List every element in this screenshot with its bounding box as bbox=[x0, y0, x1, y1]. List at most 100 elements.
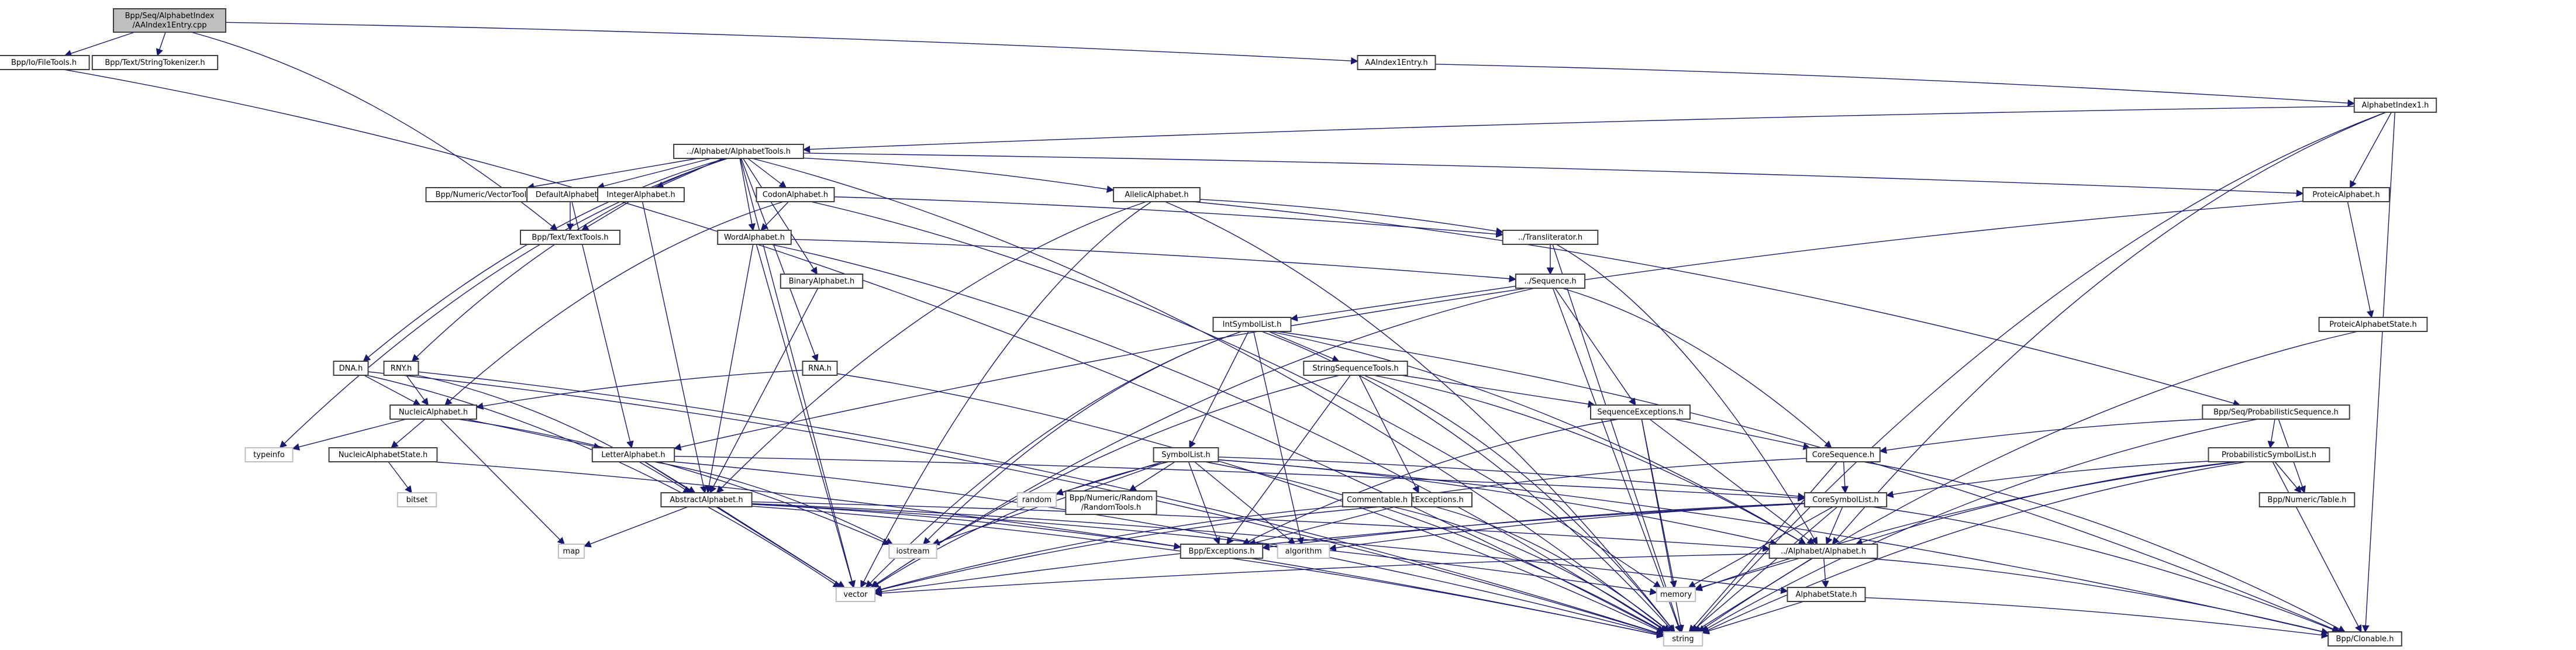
node-box bbox=[1153, 447, 1219, 462]
graph-node-coresymbollist[interactable]: CoreSymbolList.h bbox=[1803, 492, 1888, 507]
node-label: algorithm bbox=[1285, 547, 1322, 556]
graph-node-nucleicalphabetstate[interactable]: NucleicAlphabetState.h bbox=[328, 447, 438, 462]
edge-transliterator-to-string bbox=[1552, 244, 1682, 633]
graph-node-proteicalphabet[interactable]: ProteicAlphabet.h bbox=[2302, 187, 2390, 202]
graph-node-randomtools[interactable]: Bpp/Numeric/Random/RandomTools.h bbox=[1065, 490, 1157, 515]
graph-node-commentable[interactable]: Commentable.h bbox=[1342, 492, 1413, 507]
edge-intsymbollist-to-symbollist bbox=[1189, 331, 1249, 449]
edge-codonalphabet-to-memory bbox=[811, 201, 1661, 588]
node-label: RNA.h bbox=[808, 364, 832, 373]
graph-node-alphabet[interactable]: ../Alphabet/Alphabet.h bbox=[1768, 544, 1878, 559]
edge-alphabetexceptions-to-exceptions bbox=[1248, 506, 1395, 547]
node-label: Bpp/Seq/AlphabetIndex/AAIndex1Entry.cpp bbox=[125, 12, 215, 30]
node-box bbox=[780, 274, 864, 289]
edge-dna-to-string bbox=[368, 371, 1665, 637]
graph-node-table[interactable]: Bpp/Numeric/Table.h bbox=[2258, 492, 2356, 507]
graph-node-codonalphabet[interactable]: CodonAlphabet.h bbox=[756, 187, 835, 202]
edge-allelicalphabet-to-string bbox=[1164, 201, 1675, 632]
edge-abstractalphabet-to-alphabetstate bbox=[751, 503, 1788, 594]
node-box bbox=[1212, 317, 1292, 332]
edge-alphabetindex1-to-proteicalphabet bbox=[2349, 112, 2392, 189]
graph-node-allelicalphabet[interactable]: AllelicAlphabet.h bbox=[1113, 187, 1201, 202]
node-label: NucleicAlphabet.h bbox=[399, 408, 468, 417]
edge-sequence-to-intsymbollist bbox=[1290, 285, 1516, 321]
node-label: Bpp/Seq/ProbabilisticSequence.h bbox=[2213, 408, 2339, 417]
node-label: random bbox=[1022, 496, 1051, 504]
graph-node-root[interactable]: Bpp/Seq/AlphabetIndex/AAIndex1Entry.cpp bbox=[113, 8, 226, 33]
graph-node-symbollist[interactable]: SymbolList.h bbox=[1153, 447, 1219, 462]
graph-node-transliterator[interactable]: ../Transliterator.h bbox=[1502, 230, 1599, 245]
edge-stringsequencetools-to-alphabet bbox=[1373, 375, 1806, 545]
node-box bbox=[1342, 492, 1413, 507]
node-label: Bpp/Text/TextTools.h bbox=[532, 233, 608, 242]
graph-node-proteicalphabetstate[interactable]: ProteicAlphabetState.h bbox=[2318, 317, 2428, 332]
node-label: SequenceExceptions.h bbox=[1597, 408, 1683, 417]
node-label: BinaryAlphabet.h bbox=[789, 277, 854, 286]
node-box bbox=[1065, 490, 1157, 515]
graph-node-wordalphabet[interactable]: WordAlphabet.h bbox=[717, 230, 792, 245]
graph-node-rny[interactable]: RNY.h bbox=[383, 361, 419, 376]
edge-alphabet-to-memory bbox=[1694, 558, 1800, 591]
graph-node-clonable[interactable]: Bpp/Clonable.h bbox=[2327, 631, 2402, 646]
graph-node-intsymbollist[interactable]: IntSymbolList.h bbox=[1212, 317, 1292, 332]
graph-node-string: string bbox=[1663, 631, 1703, 646]
edge-sequence-to-vector bbox=[870, 288, 1535, 588]
node-label: ProteicAlphabetState.h bbox=[2329, 320, 2417, 329]
graph-node-coresequence[interactable]: CoreSequence.h bbox=[1806, 447, 1881, 462]
graph-node-alphabettools[interactable]: ../Alphabet/AlphabetTools.h bbox=[673, 144, 804, 159]
edge-sequence-to-coresequence bbox=[1562, 288, 1832, 448]
edge-commentable-to-vector bbox=[874, 506, 1343, 593]
graph-node-binaryalphabet[interactable]: BinaryAlphabet.h bbox=[780, 274, 864, 289]
node-box bbox=[389, 404, 477, 420]
node-label: ../Alphabet/AlphabetTools.h bbox=[687, 147, 791, 156]
graph-node-alphabetindex1[interactable]: AlphabetIndex1.h bbox=[2353, 98, 2437, 113]
node-label: AllelicAlphabet.h bbox=[1125, 191, 1188, 199]
graph-node-alphabetstate[interactable]: AlphabetState.h bbox=[1787, 587, 1866, 602]
graph-node-exceptions[interactable]: Bpp/Exceptions.h bbox=[1180, 544, 1264, 559]
graph-node-stringsequencetools[interactable]: StringSequenceTools.h bbox=[1303, 361, 1408, 376]
edge-coresymbollist-to-alphabet bbox=[1825, 506, 1843, 545]
node-box bbox=[520, 230, 620, 245]
edge-proteicalphabet-to-proteicalphabetstate bbox=[2347, 201, 2374, 319]
graph-node-probseq[interactable]: Bpp/Seq/ProbabilisticSequence.h bbox=[2202, 404, 2350, 420]
node-box bbox=[1303, 361, 1408, 376]
edge-alphabetexceptions-to-vector bbox=[874, 506, 1381, 593]
graph-node-rna[interactable]: RNA.h bbox=[802, 361, 838, 376]
node-box bbox=[328, 447, 438, 462]
graph-node-probsymbollist[interactable]: ProbabilisticSymbolList.h bbox=[2208, 447, 2330, 462]
node-box bbox=[1656, 587, 1696, 602]
graph-node-aaindex1entry[interactable]: AAIndex1Entry.h bbox=[1357, 55, 1436, 70]
graph-node-strtok[interactable]: Bpp/Text/StringTokenizer.h bbox=[91, 55, 219, 70]
graph-node-nucleicalphabet[interactable]: NucleicAlphabet.h bbox=[389, 404, 477, 420]
node-label: AlphabetState.h bbox=[1795, 590, 1857, 599]
edge-wordalphabet-to-abstractalphabet bbox=[705, 244, 754, 494]
node-box bbox=[396, 492, 437, 507]
graph-node-filetools[interactable]: Bpp/Io/FileTools.h bbox=[0, 55, 90, 70]
graph-node-abstractalphabet[interactable]: AbstractAlphabet.h bbox=[660, 492, 753, 507]
node-label: IntegerAlphabet.h bbox=[606, 191, 675, 199]
graph-node-dna[interactable]: DNA.h bbox=[333, 361, 369, 376]
node-box bbox=[2318, 317, 2428, 332]
graph-node-texttools[interactable]: Bpp/Text/TextTools.h bbox=[520, 230, 620, 245]
node-box bbox=[2258, 492, 2356, 507]
edge-coresymbollist-to-string bbox=[1691, 506, 1838, 632]
edge-rna-to-nucleicalphabet bbox=[475, 369, 803, 410]
node-box bbox=[591, 447, 675, 462]
graph-node-integeralphabet[interactable]: IntegerAlphabet.h bbox=[597, 187, 685, 202]
graph-node-sequence[interactable]: ../Sequence.h bbox=[1515, 274, 1586, 289]
node-label: vector bbox=[843, 590, 868, 599]
graph-node-letteralphabet[interactable]: LetterAlphabet.h bbox=[591, 447, 675, 462]
node-box bbox=[244, 447, 294, 462]
edge-stringsequencetools-to-sequenceexceptions bbox=[1401, 375, 1596, 408]
edge-alphabet-to-alphabetstate bbox=[1822, 558, 1829, 589]
edge-alphabet-to-string bbox=[1694, 558, 1813, 632]
node-label: Bpp/Exceptions.h bbox=[1189, 547, 1255, 556]
node-box bbox=[383, 361, 419, 376]
graph-node-sequenceexceptions[interactable]: SequenceExceptions.h bbox=[1590, 404, 1691, 420]
edge-symbollist-to-coresymbollist bbox=[1218, 457, 1806, 500]
edge-alphabetindex1-to-alphabettools bbox=[802, 106, 2354, 153]
edge-alphabetstate-to-clonable bbox=[1865, 597, 2329, 639]
edge-probsymbollist-to-table bbox=[2274, 461, 2302, 493]
node-box bbox=[2353, 98, 2437, 113]
graph-node-typeinfo: typeinfo bbox=[244, 447, 294, 462]
